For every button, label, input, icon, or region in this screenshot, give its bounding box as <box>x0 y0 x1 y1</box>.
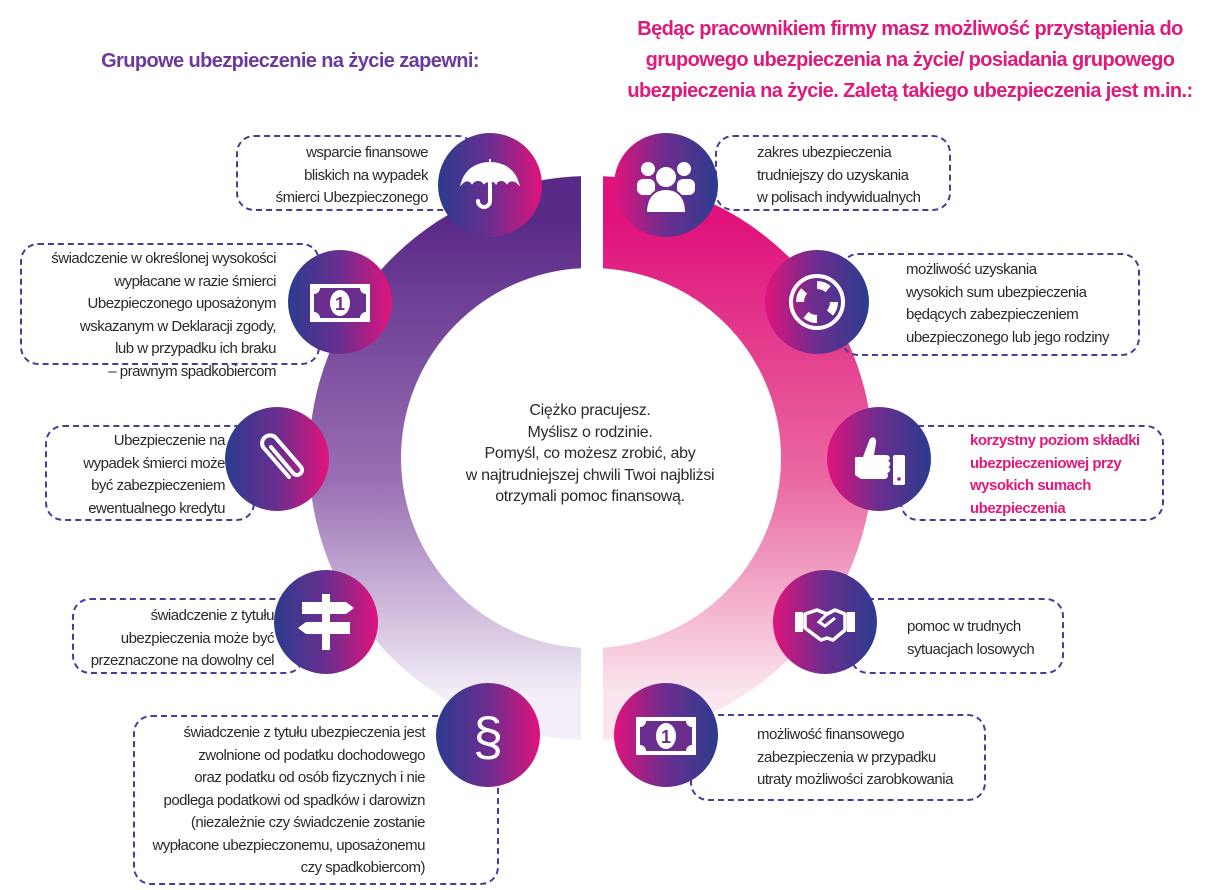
benefit-line: wypadek śmierci może <box>83 454 225 472</box>
benefit-line: wskazanym w Deklaracji zgody, <box>79 317 277 335</box>
left-benefit-1: wsparcie finansowe bliskich na wypadek ś… <box>236 135 476 211</box>
benefit-line: podlega podatkowi od spadków i darowizn <box>163 791 425 809</box>
center-line: Myślisz o rodzinie. <box>527 423 653 441</box>
paperclip-icon <box>225 407 329 511</box>
center-message: Ciężko pracujesz. Myślisz o rodzinie. Po… <box>420 400 760 508</box>
svg-text:1: 1 <box>661 727 671 747</box>
benefit-line: ubezpieczenia <box>970 499 1066 517</box>
benefit-line: wypłacane w razie śmierci <box>114 272 276 290</box>
benefit-line: śmierci Ubezpieczonego <box>275 189 429 206</box>
right-heading-line: ubezpieczenia na życie. Zaletą takiego u… <box>627 80 1193 102</box>
thumbs-up-icon <box>827 407 931 511</box>
umbrella-icon <box>438 133 542 237</box>
benefit-line: pomoc w trudnych <box>907 618 1021 635</box>
people-group-icon <box>614 133 718 237</box>
benefit-line: wypłacone ubezpieczonemu, uposażonemu <box>152 836 425 854</box>
benefit-line: zakres ubezpieczenia <box>757 144 892 161</box>
benefit-line: świadczenie z tytułu ubezpieczenia jest <box>183 724 426 741</box>
paragraph-icon: § <box>436 683 540 787</box>
benefit-line: (niezależnie czy świadczenie zostanie <box>190 814 426 831</box>
center-line: Pomyśl, co możesz zrobić, aby <box>484 445 696 462</box>
benefit-line: będących zabezpieczeniem <box>906 306 1079 323</box>
benefit-line: utraty możliwości zarobkowania <box>757 771 953 788</box>
svg-text:1: 1 <box>335 294 345 314</box>
benefit-line: sytuacjach losowych <box>907 640 1035 658</box>
benefit-line: być zabezpieczeniem <box>91 477 225 494</box>
benefit-line: wsparcie finansowe <box>306 144 428 161</box>
benefit-line: czy spadkobiercom) <box>300 859 426 876</box>
benefit-line: ewentualnego kredytu <box>88 499 225 517</box>
left-benefit-4: świadczenie z tytułu ubezpieczenia może … <box>72 598 304 674</box>
banknote-icon: 1 <box>288 250 392 354</box>
left-benefit-5: świadczenie z tytułu ubezpieczenia jest … <box>133 715 499 885</box>
benefit-line: w polisach indywidualnych <box>757 189 921 206</box>
benefit-line: bliskich na wypadek <box>304 166 428 184</box>
ring-left-half <box>309 176 581 740</box>
benefit-line: zabezpieczenia w przypadku <box>757 748 936 766</box>
benefit-line: wysokich sumach <box>970 477 1091 494</box>
right-benefit-1: zakres ubezpieczenia trudniejszy do uzys… <box>715 135 951 211</box>
benefit-line: korzystny poziom składki <box>970 432 1140 449</box>
benefit-line: oraz podatku od osób fizycznych i nie <box>194 769 425 786</box>
left-benefit-3: Ubezpieczenie na wypadek śmierci może by… <box>45 425 255 521</box>
center-line: Ciężko pracujesz. <box>529 402 651 419</box>
left-heading: Grupowe ubezpieczenie na życie zapewni: <box>101 50 479 72</box>
benefit-line: przeznaczone na dowolny cel <box>90 652 275 669</box>
handshake-icon <box>773 570 877 674</box>
center-line: otrzymali pomoc finansową. <box>495 488 685 505</box>
benefit-line: lub w przypadku ich braku <box>115 340 276 357</box>
benefit-line: ubezpieczenia może być <box>120 629 275 647</box>
benefit-line: ubezpieczeniowej przy <box>970 454 1122 472</box>
benefit-line: Ubezpieczenie na <box>113 432 226 449</box>
banknote-icon: 1 <box>614 683 718 787</box>
right-benefit-2: możliwość uzyskania wysokich sum ubezpie… <box>840 253 1140 356</box>
right-heading: Będąc pracownikiem firmy masz możliwość … <box>600 14 1211 107</box>
signpost-icon <box>274 570 378 674</box>
benefit-line: możliwość finansowego <box>757 726 905 743</box>
benefit-line: wysokich sum ubezpieczenia <box>906 283 1087 301</box>
benefit-line: zwolnione od podatku dochodowego <box>198 746 425 764</box>
right-benefit-4: pomoc w trudnych sytuacjach losowych <box>850 598 1064 674</box>
center-line: w najtrudniejszej chwili Twoi najbliżsi <box>465 466 715 484</box>
right-benefit-5: możliwość finansowego zabezpieczenia w p… <box>690 714 986 801</box>
benefit-line: świadczenie w określonej wysokości <box>51 250 276 267</box>
lifebuoy-icon <box>765 250 869 354</box>
svg-text:§: § <box>473 707 503 767</box>
benefit-line: możliwość uzyskania <box>906 261 1037 278</box>
benefit-line: trudniejszy do uzyskania <box>757 166 909 184</box>
benefit-line: ubezpieczonego lub jego rodziny <box>906 328 1110 346</box>
right-heading-line: Będąc pracownikiem firmy masz możliwość … <box>637 18 1183 40</box>
benefit-line: świadczenie z tytułu <box>150 607 275 624</box>
benefit-line: – prawnym spadkobiercom <box>108 362 276 380</box>
benefit-line: Ubezpieczonego uposażonym <box>87 295 277 312</box>
right-benefit-3: korzystny poziom składki ubezpieczeniowe… <box>900 425 1164 521</box>
left-benefit-2: świadczenie w określonej wysokości wypła… <box>20 243 320 380</box>
right-heading-line: grupowego ubezpieczenia na życie/ posiad… <box>645 49 1175 71</box>
